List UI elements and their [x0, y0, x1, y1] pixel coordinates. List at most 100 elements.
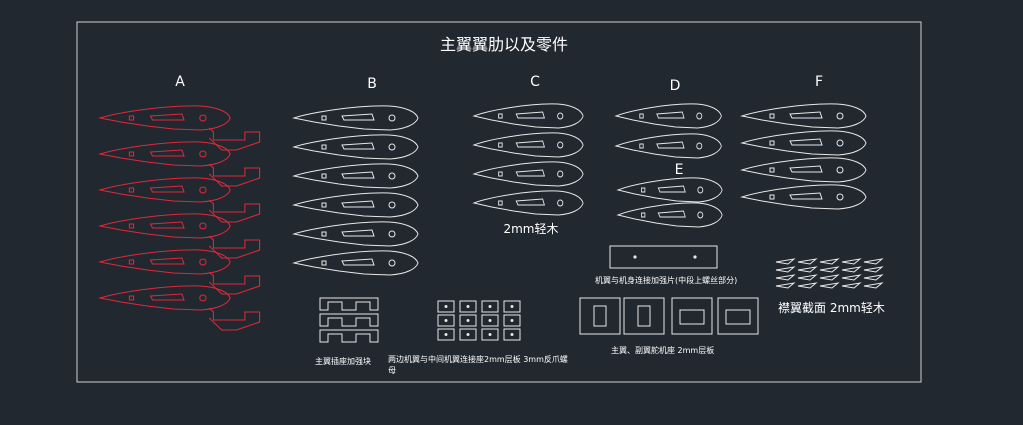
joint-pad [459, 328, 477, 341]
flap-section [863, 266, 884, 273]
joint-pad-hole [466, 319, 470, 322]
rib-group-c [473, 103, 584, 216]
servo-seat-frame [579, 297, 621, 335]
note-wing-body-plate: 机翼与机身连接加强片(中段上螺丝部分) [595, 275, 737, 285]
rib-c-2 [473, 132, 584, 158]
joint-pad [503, 314, 521, 327]
column-label-e: E [675, 162, 684, 178]
note-servo-seat: 主翼、副翼舵机座 2mm层板 [611, 345, 714, 355]
rib-f-4 [741, 184, 867, 210]
column-label-a: A [175, 74, 185, 90]
joint-pad-hole [510, 319, 514, 322]
joint-pad-hole [466, 333, 470, 336]
rib-b-1 [293, 105, 419, 131]
rib-f-1 [741, 103, 867, 129]
flap-section-grid [775, 258, 884, 289]
joint-pad [437, 314, 455, 327]
rib-group-b [293, 105, 419, 276]
flap-section [819, 274, 840, 281]
flap-section [797, 266, 818, 273]
joint-pad [459, 300, 477, 313]
servo-seat-cutout [593, 305, 607, 327]
servo-seat-cutout [679, 309, 705, 325]
spar-seat-block [319, 329, 379, 343]
joint-pad [481, 300, 499, 313]
joint-pad [437, 300, 455, 313]
column-label-c: C [530, 74, 540, 90]
servo-seat-frame [623, 297, 665, 335]
rib-a-5 [99, 249, 261, 295]
rib-b-3 [293, 163, 419, 189]
drawing-title: 主翼翼肋以及零件 [440, 35, 568, 54]
wing-body-plate [609, 245, 718, 269]
flap-section [775, 266, 796, 273]
joint-pad [481, 328, 499, 341]
flap-section [797, 274, 818, 281]
servo-seat-cutout [637, 305, 651, 327]
flap-section [841, 274, 862, 281]
servo-seat-frame [717, 297, 759, 335]
rib-group-a [99, 105, 261, 331]
joint-pad-hole [488, 305, 492, 308]
flap-section [775, 258, 796, 265]
column-label-f: F [815, 74, 823, 90]
drawing-frame [76, 21, 922, 383]
column-label-b: B [367, 76, 377, 92]
wing-joint-pads [437, 300, 521, 341]
joint-pad-hole [488, 333, 492, 336]
flap-section [775, 274, 796, 281]
flap-section [819, 258, 840, 265]
joint-pad [459, 314, 477, 327]
note-wing-joint-line2: 母 [388, 366, 396, 375]
rib-f-3 [741, 157, 867, 183]
flap-section [841, 282, 862, 289]
note-wing-joint-line1: 两边机翼与中间机翼连接座2mm层板 3mm反爪螺 [388, 354, 568, 364]
flap-section [797, 258, 818, 265]
spar-seat-blocks [319, 297, 379, 343]
note-spar-seat: 主翼插座加强块 [315, 356, 371, 366]
rib-b-6 [293, 250, 419, 276]
joint-pad [481, 314, 499, 327]
rib-c-3 [473, 161, 584, 187]
joint-pad-hole [444, 305, 448, 308]
rib-e-2 [617, 202, 723, 228]
flap-section [797, 282, 818, 289]
flap-section [841, 266, 862, 273]
servo-seats [579, 297, 759, 335]
flap-section [863, 274, 884, 281]
joint-pad [437, 328, 455, 341]
rib-d-1 [615, 103, 722, 129]
rib-group-d [615, 103, 722, 159]
rib-a-3 [99, 177, 261, 223]
note-flap-section: 襟翼截面 2mm轻木 [778, 300, 885, 315]
flap-section [841, 258, 862, 265]
servo-seat-frame [671, 297, 713, 335]
joint-pad [503, 328, 521, 341]
rib-b-2 [293, 134, 419, 160]
joint-pad-hole [510, 333, 514, 336]
rib-e-1 [617, 177, 723, 203]
rib-a-6 [99, 285, 261, 331]
spar-seat-block [319, 313, 379, 327]
flap-section [775, 282, 796, 289]
joint-pad [503, 300, 521, 313]
rib-f-2 [741, 130, 867, 156]
flap-section [863, 258, 884, 265]
rib-group-e [617, 177, 723, 228]
rib-c-4 [473, 190, 584, 216]
flap-section [819, 282, 840, 289]
rib-b-4 [293, 192, 419, 218]
note-c-material: 2mm轻木 [503, 222, 558, 236]
joint-pad-hole [488, 319, 492, 322]
rib-c-1 [473, 103, 584, 129]
joint-pad-hole [444, 319, 448, 322]
column-label-d: D [670, 78, 681, 94]
joint-pad-hole [444, 333, 448, 336]
servo-seat-cutout [725, 309, 751, 325]
flap-section [863, 282, 884, 289]
joint-pad-hole [466, 305, 470, 308]
joint-pad-hole [510, 305, 514, 308]
flap-section [819, 266, 840, 273]
